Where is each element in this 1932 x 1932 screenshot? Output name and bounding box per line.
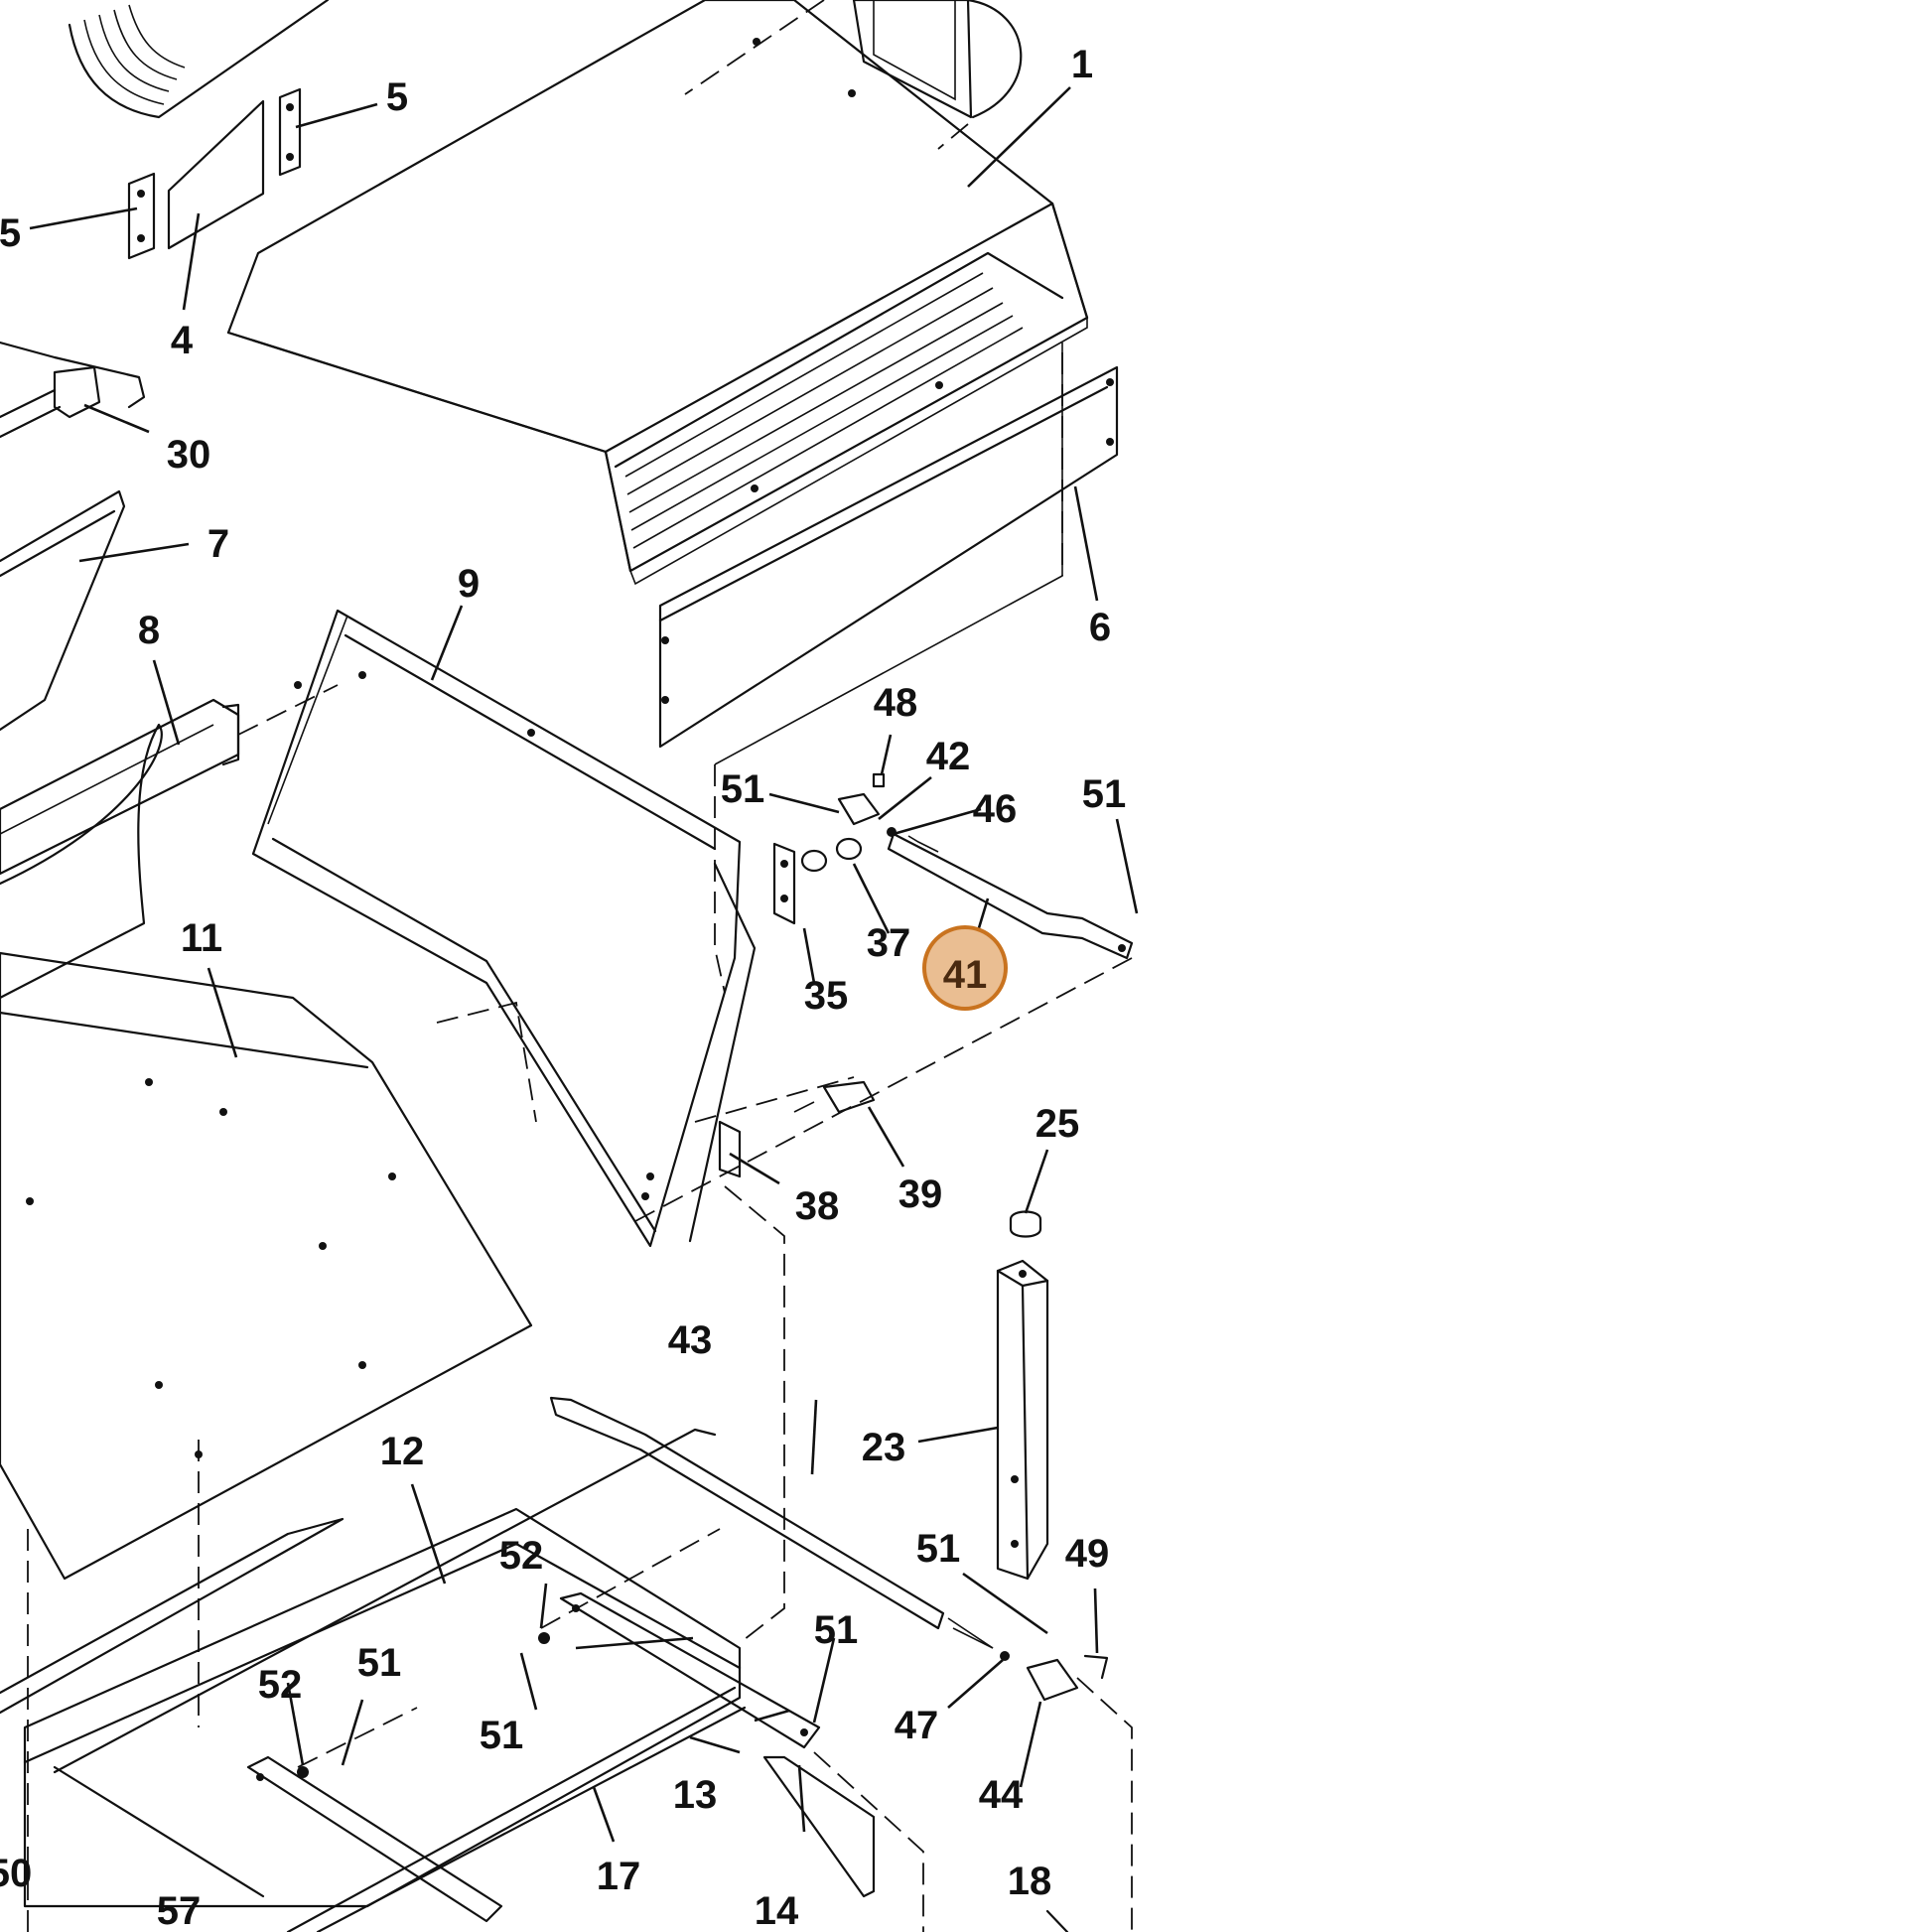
callout-41: 41 <box>943 953 988 997</box>
callout-47: 47 <box>895 1704 939 1747</box>
part-6-strip <box>658 343 1119 765</box>
vent-slots <box>624 272 1024 549</box>
callout-17: 17 <box>597 1855 641 1898</box>
callout-30: 30 <box>167 433 211 477</box>
highlighted-callout-41[interactable]: 41 <box>922 925 1008 1011</box>
callout-57: 57 <box>157 1889 202 1932</box>
callout-52-center: 52 <box>499 1534 544 1578</box>
part-37-spacer <box>800 837 863 873</box>
top-flange <box>852 0 1023 119</box>
duct-hose <box>68 0 330 119</box>
callout-13: 13 <box>673 1773 718 1817</box>
callout-1: 1 <box>1071 43 1093 86</box>
callout-23: 23 <box>862 1426 906 1469</box>
part-17-rail <box>286 1686 747 1932</box>
part-35-bracket <box>772 842 796 925</box>
callout-51-tray-left: 51 <box>357 1641 402 1685</box>
curved-cover <box>0 723 163 1000</box>
part-57-bar <box>53 1755 503 1923</box>
callout-51-latch-right: 51 <box>1082 772 1127 816</box>
part-18-corner <box>1045 1909 1069 1932</box>
part-5-hinge-left <box>127 172 156 260</box>
callout-8: 8 <box>138 609 160 652</box>
callout-4: 4 <box>171 319 194 362</box>
callout-11: 11 <box>181 916 222 960</box>
part-12-tray <box>0 1428 742 1908</box>
leader-lines <box>29 86 1139 1843</box>
callout-38: 38 <box>795 1184 840 1228</box>
callout-49: 49 <box>1065 1532 1110 1576</box>
part-39-38-hinge <box>718 1080 876 1178</box>
part-25-cap <box>1009 1210 1042 1238</box>
callout-25: 25 <box>1035 1102 1080 1146</box>
part-41-rod <box>887 832 1134 960</box>
callout-39: 39 <box>898 1173 943 1216</box>
part-23-post <box>996 1259 1049 1581</box>
callout-50: 50 <box>0 1852 32 1895</box>
parts-44-47-49 <box>952 1627 1109 1702</box>
part-9-frame <box>251 609 757 1248</box>
part-8-bar <box>0 698 240 876</box>
callout-6: 6 <box>1089 606 1111 649</box>
hardware-42-46-48 <box>837 772 897 837</box>
part-30-bearing <box>0 341 146 439</box>
callout-35: 35 <box>804 974 849 1018</box>
callout-42: 42 <box>926 735 971 778</box>
callout-52-left: 52 <box>258 1663 303 1707</box>
part-4-plate <box>167 99 265 250</box>
part-11-panel <box>0 951 533 1581</box>
callout-12: 12 <box>380 1430 425 1473</box>
callout-9: 9 <box>458 562 480 606</box>
callout-5-right: 5 <box>386 75 408 119</box>
parts-51-52-pins <box>297 1632 550 1778</box>
part-5-hinge-right <box>278 87 302 177</box>
callout-14: 14 <box>755 1889 799 1932</box>
callout-46: 46 <box>973 787 1018 831</box>
callout-51-tray-center: 51 <box>480 1714 524 1757</box>
callout-48: 48 <box>874 681 918 725</box>
part-1-hood <box>226 0 1089 586</box>
callout-37: 37 <box>867 921 911 965</box>
callout-7: 7 <box>207 522 229 566</box>
part-14-bracket <box>762 1755 876 1898</box>
part-43-rod <box>549 1396 994 1649</box>
callout-51-bar: 51 <box>814 1608 859 1652</box>
callout-18: 18 <box>1008 1860 1052 1903</box>
assembly-guides <box>27 0 1133 1932</box>
callout-43: 43 <box>668 1318 713 1362</box>
callout-51-rod-end: 51 <box>916 1527 961 1571</box>
callout-labels: 1 4 5 5 6 7 8 9 11 12 13 14 17 18 23 25 … <box>0 43 1126 1932</box>
part-7-panel <box>0 489 126 732</box>
callout-5-left: 5 <box>0 211 21 255</box>
highlight-circle[interactable] <box>922 925 1008 1011</box>
callout-51-latch-left: 51 <box>721 767 765 811</box>
callout-44: 44 <box>979 1773 1024 1817</box>
